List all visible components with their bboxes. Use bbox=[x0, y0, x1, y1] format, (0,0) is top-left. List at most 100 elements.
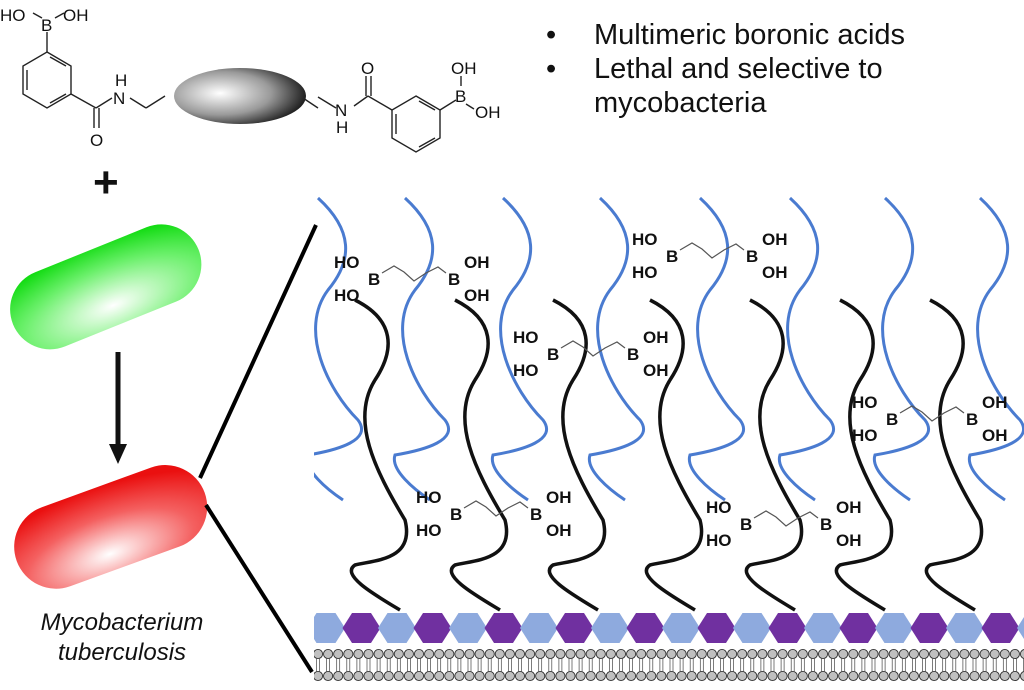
lipid-head bbox=[838, 670, 849, 682]
lipid-head bbox=[363, 670, 374, 682]
bullet-item: • Multimeric boronic acids bbox=[546, 18, 905, 52]
hydroxyl-label: HO bbox=[513, 328, 539, 347]
lipid-head bbox=[868, 670, 879, 682]
lipid-head bbox=[605, 670, 616, 682]
alkyl-linker bbox=[679, 242, 745, 259]
lipid-head bbox=[474, 648, 485, 660]
lipid-head bbox=[727, 670, 738, 682]
boron-label: B bbox=[746, 247, 758, 266]
lipid-head bbox=[525, 648, 536, 660]
lipid-head bbox=[999, 670, 1010, 682]
peptidoglycan-unit bbox=[910, 613, 949, 643]
hydroxyl-label: HO bbox=[632, 230, 658, 249]
lipid-head bbox=[656, 648, 667, 660]
lipid-head bbox=[666, 648, 677, 660]
boron-label: B bbox=[666, 247, 678, 266]
peptidoglycan-unit bbox=[946, 613, 984, 643]
lipid-head bbox=[444, 670, 455, 682]
hydroxyl-label: OH bbox=[762, 263, 788, 282]
lipid-head bbox=[716, 648, 728, 660]
lipid-head bbox=[585, 648, 596, 660]
bullet-dot: • bbox=[546, 53, 557, 85]
lipid-head bbox=[706, 648, 717, 660]
peptidoglycan-unit bbox=[981, 613, 1020, 643]
lipid-head bbox=[777, 670, 788, 682]
hydroxyl-label: HO bbox=[706, 498, 732, 517]
boron-label: B bbox=[450, 505, 462, 524]
lipid-head bbox=[1019, 649, 1024, 659]
lipid-head bbox=[686, 670, 697, 682]
lipid-head bbox=[848, 648, 859, 660]
lipid-head bbox=[939, 648, 950, 660]
bullet-text-line: mycobacteria bbox=[594, 87, 767, 119]
lipid-head bbox=[494, 648, 505, 660]
arabinan-chain bbox=[967, 196, 1024, 502]
lipid-head bbox=[424, 648, 435, 660]
lipid-head bbox=[969, 670, 980, 682]
lipid-head bbox=[888, 648, 899, 660]
lipid-head bbox=[757, 648, 768, 660]
plus-sign: + bbox=[93, 158, 119, 207]
lipid-head bbox=[868, 648, 879, 660]
lipid-head bbox=[908, 670, 919, 682]
lipid-head bbox=[767, 648, 778, 660]
lipid-head bbox=[314, 670, 324, 682]
lipid-head bbox=[918, 670, 930, 682]
lipid-head bbox=[595, 670, 606, 682]
live-bacterium bbox=[10, 224, 202, 350]
peptidoglycan-unit bbox=[875, 613, 913, 643]
mycolic-acid-chain bbox=[744, 298, 804, 612]
boron-label: B bbox=[820, 515, 832, 534]
lipid-head bbox=[555, 648, 566, 660]
lipid-head bbox=[807, 670, 818, 682]
dead-bacterium bbox=[14, 465, 208, 589]
mycolic-acid-chain bbox=[834, 298, 894, 612]
lipid-head bbox=[484, 670, 495, 682]
lipid-head bbox=[434, 648, 445, 660]
left-benzene-ring bbox=[22, 51, 72, 109]
lipid-head bbox=[949, 648, 960, 660]
lipid-head bbox=[454, 648, 465, 660]
atom-label: B bbox=[455, 87, 466, 106]
lipid-head bbox=[373, 670, 384, 682]
bullet-dot: • bbox=[546, 19, 557, 51]
lipid-head bbox=[676, 648, 687, 660]
lipid-head bbox=[504, 648, 515, 660]
lipid-head bbox=[979, 648, 990, 660]
boron-label: B bbox=[448, 270, 460, 289]
peptidoglycan-unit bbox=[520, 613, 558, 643]
lipid-head bbox=[626, 648, 637, 660]
lipid-head bbox=[333, 648, 344, 660]
lipid-head bbox=[676, 670, 687, 682]
right-benzene-ring bbox=[391, 95, 441, 153]
bullet-text: Multimeric boronic acids bbox=[594, 19, 906, 51]
lipid-head bbox=[555, 670, 566, 682]
lipid-head bbox=[646, 670, 657, 682]
alkyl-linker bbox=[560, 340, 626, 357]
hydroxyl-label: HO bbox=[334, 286, 360, 305]
arabinan-chain bbox=[490, 196, 548, 502]
lipid-head bbox=[747, 648, 758, 660]
lipid-head bbox=[474, 670, 485, 682]
lipid-head bbox=[838, 648, 849, 660]
hydroxyl-label: HO bbox=[334, 253, 360, 272]
mycolic-acid-chain bbox=[349, 298, 409, 612]
atom-label: O bbox=[361, 59, 374, 78]
atom-label: N bbox=[113, 89, 125, 108]
lipid-head bbox=[464, 648, 475, 660]
lipid-head bbox=[535, 670, 546, 682]
atom-label: HO bbox=[0, 6, 26, 25]
lipid-head bbox=[464, 670, 475, 682]
lipid-head bbox=[353, 670, 364, 682]
lipid-head bbox=[828, 648, 839, 660]
peptidoglycan-unit bbox=[378, 613, 416, 643]
atom-label: H bbox=[115, 71, 127, 90]
lipid-head bbox=[939, 670, 950, 682]
hydroxyl-label: OH bbox=[464, 286, 490, 305]
lipid-head bbox=[666, 670, 677, 682]
lipid-head bbox=[323, 648, 334, 660]
lipid-head bbox=[929, 648, 940, 660]
lipid-head bbox=[575, 670, 586, 682]
lipid-head bbox=[484, 648, 495, 660]
